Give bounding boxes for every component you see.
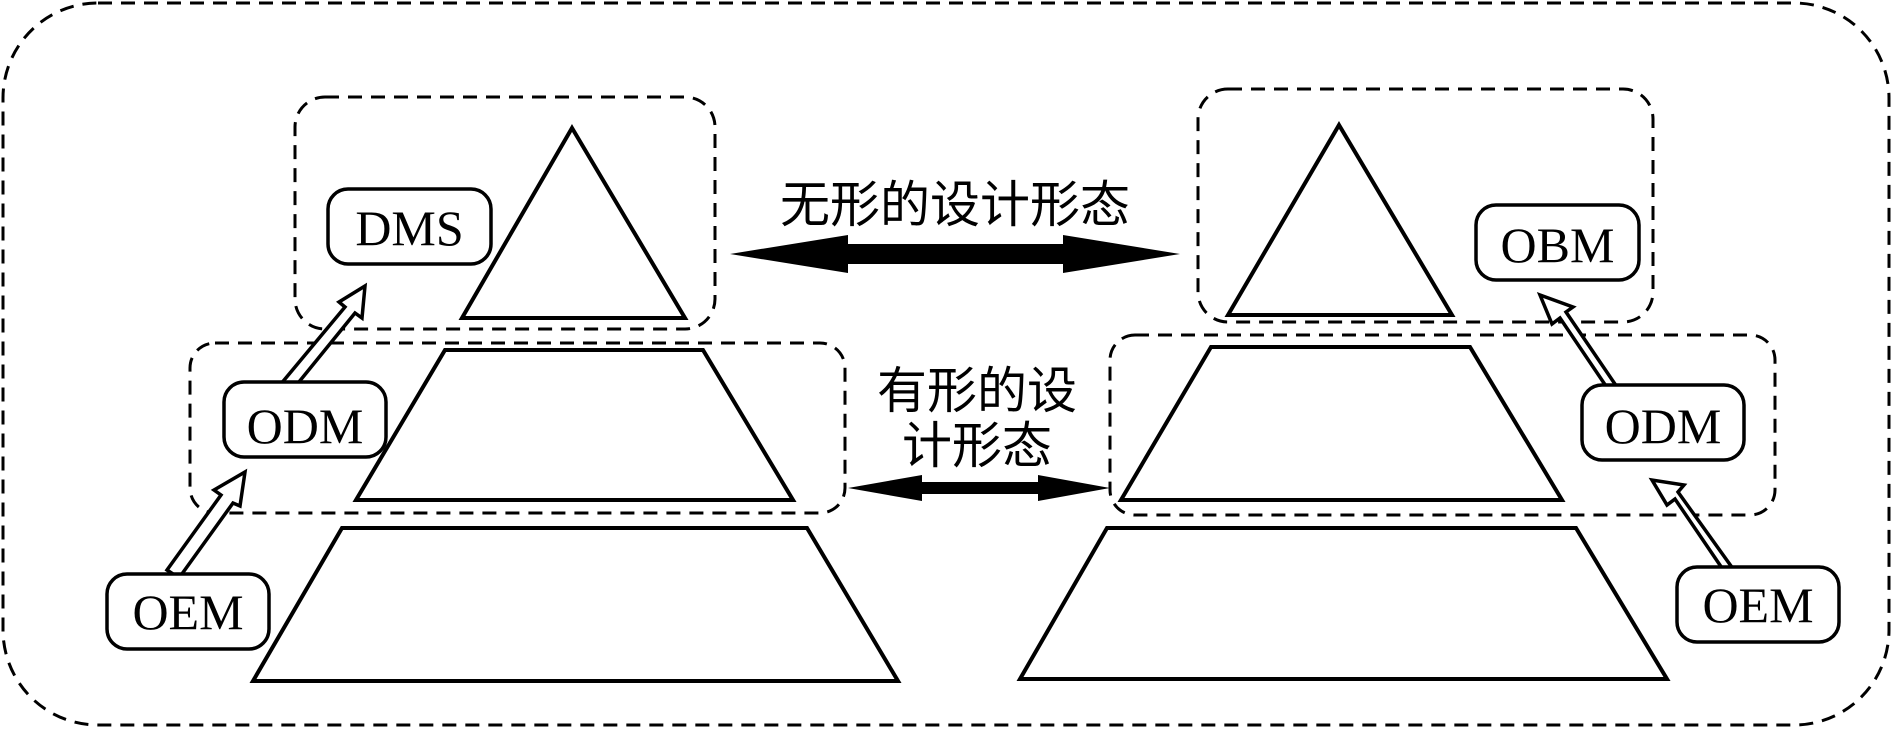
right-oem-box: OEM xyxy=(1675,565,1841,644)
right-oem-to-odm-arrow-icon xyxy=(1648,477,1734,574)
tangible-design-arrow: 有形的设 计形态 xyxy=(848,362,1110,501)
left-top-dashed-group xyxy=(293,95,717,331)
left-oem-box: OEM xyxy=(105,572,271,651)
left-dms-box: DMS xyxy=(326,187,493,266)
intangible-design-arrow: 无形的设计形态 xyxy=(730,176,1180,273)
left-pyramid: DMS ODM OEM xyxy=(105,95,902,683)
right-odm-to-obm-arrow-icon xyxy=(1536,291,1620,395)
left-oem-label: OEM xyxy=(132,584,243,640)
right-middle-dashed-group xyxy=(1108,333,1777,517)
tangible-design-label-line2: 计形态 xyxy=(902,417,1052,475)
left-pyramid-top-triangle xyxy=(458,124,689,320)
right-top-dashed-group xyxy=(1196,87,1655,324)
left-oem-to-odm-arrow-icon xyxy=(164,468,248,581)
intangible-design-label: 无形的设计形态 xyxy=(780,176,1130,234)
left-pyramid-bottom-trapezoid xyxy=(249,526,902,683)
left-pyramid-middle-trapezoid xyxy=(352,348,797,502)
right-odm-box: ODM xyxy=(1580,383,1746,462)
right-pyramid: OBM ODM OEM xyxy=(1016,87,1841,681)
left-dms-label: DMS xyxy=(355,200,463,256)
left-middle-dashed-group xyxy=(188,341,847,515)
right-obm-label: OBM xyxy=(1501,217,1615,273)
right-odm-label: ODM xyxy=(1605,398,1722,454)
right-obm-box: OBM xyxy=(1474,203,1641,282)
left-odm-to-dms-arrow-icon xyxy=(277,282,368,396)
left-odm-box: ODM xyxy=(222,380,388,459)
right-pyramid-bottom-trapezoid xyxy=(1016,526,1671,681)
right-oem-label: OEM xyxy=(1702,577,1813,633)
tangible-design-label-line1: 有形的设 xyxy=(877,362,1077,420)
tangible-double-arrow-icon xyxy=(848,475,1110,501)
intangible-double-arrow-icon xyxy=(730,235,1180,273)
right-pyramid-top-triangle xyxy=(1224,121,1456,317)
left-odm-label: ODM xyxy=(247,398,364,454)
right-pyramid-middle-trapezoid xyxy=(1117,345,1566,502)
